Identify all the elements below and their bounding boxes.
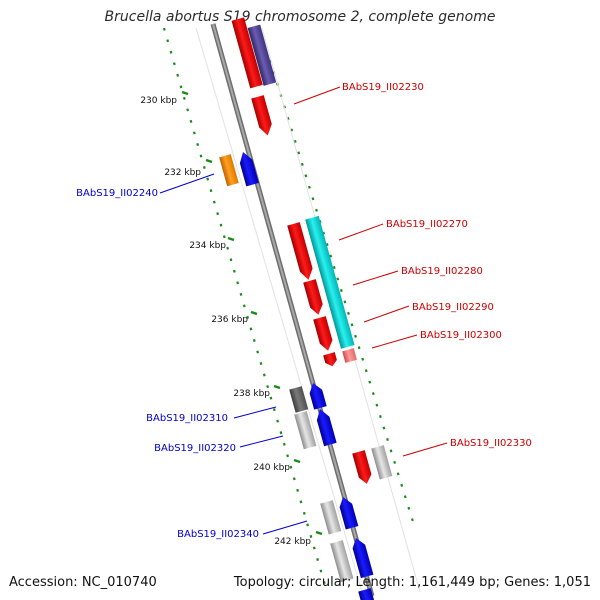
gene-label-2290[interactable]: BAbS19_II02290: [412, 302, 494, 313]
gene-2240[interactable]: [237, 150, 259, 187]
gene-label-2340[interactable]: BAbS19_II02340: [177, 529, 259, 540]
scale-ticks: 230 kbp 232 kbp 234 kbp 236 kbp 238 kbp …: [140, 90, 323, 547]
leader-2280: [352, 270, 399, 286]
gene-labels: BAbS19_II02230 BAbS19_II02240 BAbS19_II0…: [76, 82, 532, 540]
leader-2340: [262, 520, 308, 535]
gene-red-top[interactable]: [231, 17, 263, 89]
leader-2300: [371, 334, 418, 349]
gene-2290[interactable]: [313, 316, 335, 352]
tick-label-238: 238 kbp: [233, 389, 270, 399]
gene-blue-bottom[interactable]: [350, 536, 374, 579]
gene-gray-2330[interactable]: [371, 445, 393, 480]
leader-2310: [233, 406, 277, 419]
tick-234: 234 kbp: [189, 236, 235, 251]
gene-2230[interactable]: [251, 95, 274, 137]
tick-label-242: 242 kbp: [274, 537, 311, 547]
map-title: Brucella abortus S19 chromosome 2, compl…: [104, 9, 496, 25]
tick-label-232: 232 kbp: [164, 168, 201, 178]
gene-label-2300[interactable]: BAbS19_II02300: [420, 330, 502, 341]
gene-cyan-feature[interactable]: [305, 215, 355, 349]
track-guide-inner-right: [268, 59, 416, 526]
gene-2340[interactable]: [337, 495, 359, 530]
tick-label-240: 240 kbp: [253, 463, 290, 473]
gene-label-2320[interactable]: BAbS19_II02320: [154, 443, 236, 454]
gene-label-2310[interactable]: BAbS19_II02310: [146, 413, 228, 424]
leader-2290: [363, 305, 410, 323]
tick-232: 232 kbp: [164, 158, 213, 178]
accession-text: Accession: NC_010740: [9, 575, 157, 590]
gene-2280[interactable]: [303, 279, 325, 316]
track-guides: [162, 27, 416, 593]
gene-dark-2310[interactable]: [289, 386, 309, 413]
tick-label-236: 236 kbp: [211, 315, 248, 325]
gene-label-2270[interactable]: BAbS19_II02270: [386, 219, 468, 230]
gene-2320[interactable]: [314, 407, 337, 447]
gene-2310[interactable]: [307, 381, 327, 410]
genome-summary-text: Topology: circular; Length: 1,161,449 bp…: [233, 575, 591, 590]
tick-240: 240 kbp: [253, 458, 301, 473]
lane-boundary-left: [195, 27, 363, 593]
gene-gray-bottom[interactable]: [330, 540, 354, 583]
leader-2330: [402, 442, 448, 457]
track-guide-left: [162, 27, 329, 593]
callout-lines: [159, 86, 448, 535]
tick-230: 230 kbp: [140, 90, 189, 106]
gene-label-2230[interactable]: BAbS19_II02230: [342, 82, 424, 93]
lane-boundaries: [195, 27, 421, 593]
gene-2270[interactable]: [287, 222, 315, 281]
gene-2330[interactable]: [352, 450, 373, 485]
gene-navy-top[interactable]: [247, 24, 277, 86]
tick-label-234: 234 kbp: [189, 241, 226, 251]
tick-label-230: 230 kbp: [140, 96, 177, 106]
leader-2320: [239, 435, 284, 448]
tick-236: 236 kbp: [211, 310, 258, 325]
leader-2270: [338, 223, 384, 241]
gene-gray-2320[interactable]: [294, 411, 317, 450]
tick-238: 238 kbp: [233, 384, 281, 399]
gene-orange-2240[interactable]: [219, 154, 239, 187]
tick-242: 242 kbp: [274, 530, 323, 547]
gene-2300[interactable]: [323, 352, 338, 368]
gene-pink-2300[interactable]: [342, 348, 357, 363]
gene-gray-2340[interactable]: [320, 500, 342, 535]
gene-label-2240[interactable]: BAbS19_II02240: [76, 188, 158, 199]
leader-2240: [159, 173, 215, 194]
gene-features: [219, 17, 393, 600]
gene-label-2330[interactable]: BAbS19_II02330: [450, 438, 532, 449]
gene-label-2280[interactable]: BAbS19_II02280: [401, 266, 483, 277]
leader-2230: [293, 86, 341, 105]
